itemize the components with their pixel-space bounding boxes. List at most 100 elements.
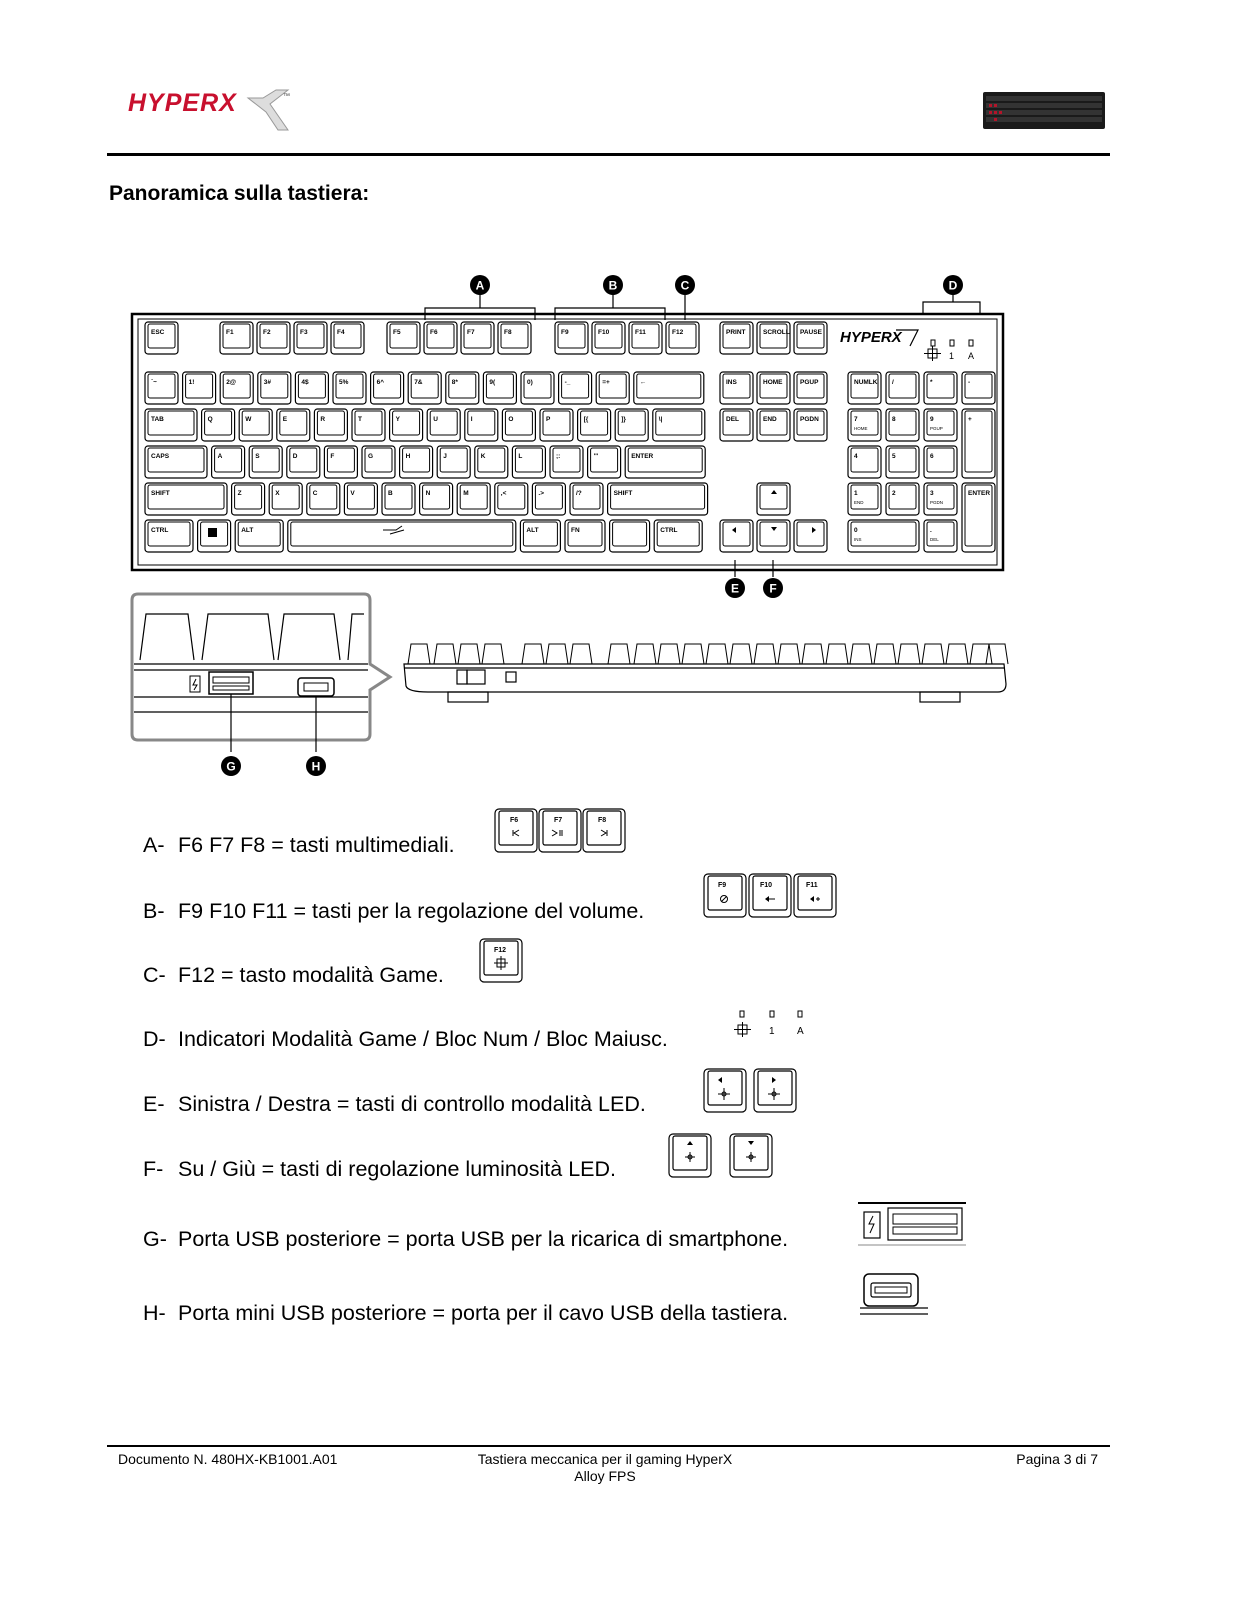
arrow-up-icon	[687, 1141, 693, 1145]
game-mode-icon	[924, 346, 941, 361]
key-label: C	[313, 490, 318, 497]
volume-keys-icon: F9 F10 F11	[703, 873, 837, 918]
keycap-profile	[729, 643, 753, 665]
item-h: H-Porta mini USB posteriore = porta per …	[143, 1301, 788, 1325]
key-label: /	[892, 379, 894, 386]
key-label: N	[426, 490, 431, 497]
key-row-num: `~	[144, 371, 179, 405]
callout-b: B	[603, 275, 623, 295]
key-row-ctrl: ALT	[519, 519, 561, 553]
key-label: CTRL	[151, 527, 168, 534]
item-letter: A-	[143, 833, 165, 857]
key-label: F4	[337, 329, 345, 336]
game-mode-key-icon: F12	[479, 938, 523, 983]
key-row-z: Z	[230, 482, 266, 516]
key-row-num: 5%	[332, 371, 367, 405]
key-label: ESC	[151, 329, 165, 336]
key-label: END	[763, 416, 777, 423]
key-label: *	[930, 379, 933, 386]
key-row-z: .>	[531, 482, 566, 516]
key-label: CTRL	[660, 527, 677, 534]
key-label: INS	[726, 379, 738, 386]
key-f6: F6	[423, 321, 458, 355]
header-rule	[107, 153, 1110, 156]
key-label: K	[481, 453, 486, 460]
key-row-num: 7&	[407, 371, 442, 405]
key-row-q: E	[276, 408, 311, 442]
key-label: F6	[510, 817, 518, 824]
key-label: F6	[430, 329, 438, 336]
key-nav: DEL	[719, 408, 754, 442]
key-print-screen: PRINT	[719, 321, 754, 355]
key-row-ctrl: CTRL	[653, 519, 703, 553]
keycap-profile	[801, 643, 825, 665]
key-label: F7	[554, 817, 562, 824]
item-text: Su / Giù = tasti di regolazione luminosi…	[178, 1157, 616, 1181]
key-label: ENTER	[631, 453, 653, 460]
item-text: F6 F7 F8 = tasti multimediali.	[178, 833, 455, 857]
key-numpad: 5	[885, 445, 920, 479]
key-label: F7	[467, 329, 475, 336]
key-label: J	[443, 453, 447, 460]
callout-f: F	[763, 578, 783, 598]
usb-charge-port-icon	[858, 1202, 966, 1246]
item-text: F12 = tasto modalità Game.	[178, 963, 444, 987]
key-label: M	[463, 490, 468, 497]
key-numpad: 6	[923, 445, 958, 479]
volume-up-icon	[810, 896, 820, 902]
key-row-a: J	[436, 445, 471, 479]
keycap-profile	[481, 643, 505, 665]
charge-icon	[868, 1215, 875, 1234]
key-row-num: 8*	[445, 371, 480, 405]
key-row-q: U	[426, 408, 461, 442]
key-label: 2@	[226, 379, 236, 386]
key-label: F8	[598, 817, 606, 824]
key-row-z: X	[268, 482, 303, 516]
numlock-label: 1	[769, 1026, 775, 1037]
hyperx-logo: HYPERX ™	[128, 84, 298, 145]
key-label: F12	[672, 329, 684, 336]
key-label: T	[358, 416, 362, 423]
indicators-icon: 1 A	[734, 1010, 804, 1037]
key-label: 5	[892, 453, 896, 460]
keycap-profile	[777, 643, 801, 665]
diagram-brand-text: HYPERX	[840, 329, 903, 346]
key-row-q: [{	[577, 408, 612, 442]
key-row-a: '"	[587, 445, 622, 479]
key-label: ←	[640, 379, 647, 386]
callout-letter: D	[949, 279, 958, 293]
key-row-q: \|	[652, 408, 706, 442]
item-g: G-Porta USB posteriore = porta USB per l…	[143, 1227, 788, 1251]
callout-letter: B	[609, 279, 618, 293]
key-label: -_	[565, 379, 571, 386]
item-a: A- F6 F7 F8 = tasti multimediali.	[143, 833, 455, 857]
item-letter: B-	[143, 899, 165, 923]
key-row-z: SHIFT	[144, 482, 228, 516]
key-row-num: 0)	[520, 371, 555, 405]
key-label: R	[320, 416, 325, 423]
key-label: 3	[930, 490, 934, 497]
key-numpad: 8	[885, 408, 920, 442]
key-label: [{	[584, 416, 589, 423]
footer-title: Tastiera meccanica per il gaming HyperX …	[445, 1451, 765, 1485]
key-row-num: 2@	[219, 371, 254, 405]
key-label: PGDN	[800, 416, 819, 423]
callout-e: E	[725, 578, 745, 598]
key-label: DEL	[726, 416, 739, 423]
key-label: .	[930, 527, 932, 534]
key-row-q: Y	[389, 408, 424, 442]
logo-text: HYPERX	[128, 89, 237, 117]
key-sublabel: DEL	[930, 537, 939, 542]
keycap-profile	[607, 643, 631, 665]
item-e: E-Sinistra / Destra = tasti di controllo…	[143, 1092, 646, 1116]
key-label: '"	[594, 453, 599, 460]
key-row-num: ←	[633, 371, 705, 405]
arrow-down-icon	[771, 527, 777, 531]
key-label: 9(	[489, 379, 496, 386]
arrow-down-icon	[748, 1141, 754, 1145]
key-row-num: -_	[558, 371, 593, 405]
item-letter: F-	[143, 1157, 164, 1181]
key-row-q: R	[313, 408, 348, 442]
key-row-q: Q	[200, 408, 236, 442]
